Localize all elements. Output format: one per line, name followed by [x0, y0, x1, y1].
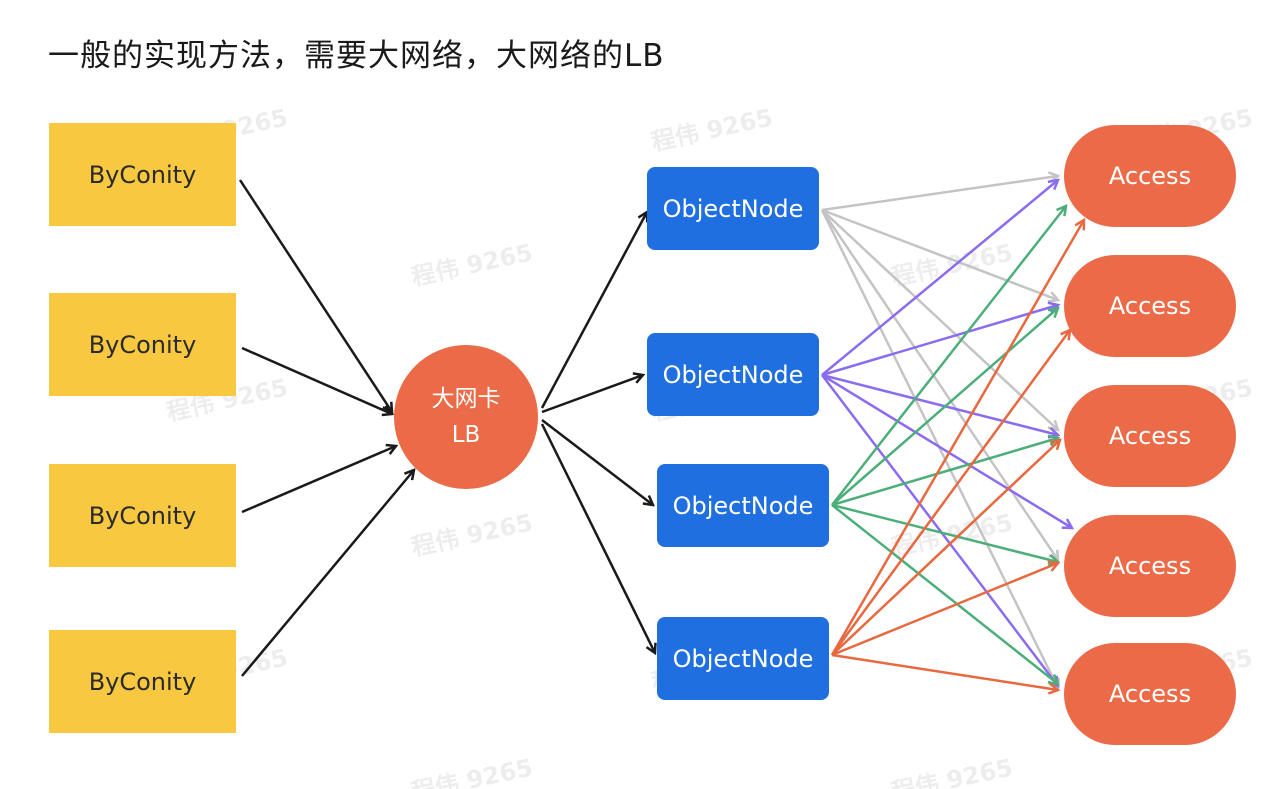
byconity-node-3: ByConity [49, 464, 236, 567]
edge-objectnode-1-to-access-1 [821, 176, 1058, 212]
edge-objectnode-4-to-access-2 [830, 330, 1070, 656]
edge-objectnode-3-to-access-1 [831, 206, 1066, 506]
edge-objectnode-1-to-access-5 [820, 209, 1058, 688]
objectnode-1: ObjectNode [647, 167, 819, 250]
edge-byconity-2-to-lb [241, 346, 392, 414]
access-node-1: Access [1064, 125, 1236, 227]
page-title: 一般的实现方法，需要大网络，大网络的LB [48, 38, 665, 74]
access-node-4: Access [1064, 515, 1236, 617]
edge-objectnode-2-to-access-2 [821, 305, 1058, 377]
lb-label-line1: 大网卡 [431, 386, 501, 412]
edge-objectnode-4-to-access-1 [830, 220, 1084, 656]
edge-objectnode-4-to-access-3 [831, 440, 1060, 656]
byconity-node-4: ByConity [49, 630, 236, 733]
edge-objectnode-1-to-access-3 [821, 209, 1058, 430]
edge-byconity-4-to-lb [241, 470, 414, 677]
byconity-node-1: ByConity [49, 123, 236, 226]
edge-lb-to-objectnode-1 [540, 212, 647, 409]
objectnode-4: ObjectNode [657, 617, 829, 700]
objectnode-3: ObjectNode [657, 464, 829, 547]
edge-objectnode-3-to-access-2 [831, 308, 1058, 506]
edge-byconity-3-to-lb [241, 446, 396, 514]
lb-node: 大网卡 LB [394, 345, 538, 489]
edge-objectnode-2-to-access-5 [821, 374, 1058, 686]
edge-objectnode-2-to-access-3 [821, 373, 1058, 435]
access-node-5: Access [1064, 643, 1236, 745]
edge-objectnode-1-to-access-4 [820, 209, 1058, 560]
edge-objectnode-2-to-access-1 [821, 180, 1058, 376]
edge-objectnode-3-to-access-5 [831, 504, 1058, 684]
access-node-2: Access [1064, 255, 1236, 357]
edge-lb-to-objectnode-4 [540, 423, 655, 653]
edge-objectnode-2-to-access-4 [821, 373, 1072, 528]
edge-objectnode-4-to-access-5 [831, 653, 1058, 690]
edge-byconity-1-to-lb [238, 179, 392, 412]
lb-label-line2: LB [451, 422, 481, 448]
objectnode-2: ObjectNode [647, 333, 819, 416]
edge-lb-to-objectnode-3 [541, 419, 653, 505]
edge-objectnode-4-to-access-4 [831, 563, 1058, 657]
edge-lb-to-objectnode-2 [541, 375, 643, 414]
byconity-node-2: ByConity [49, 293, 236, 396]
edge-objectnode-3-to-access-4 [831, 503, 1058, 562]
access-node-3: Access [1064, 385, 1236, 487]
edge-objectnode-1-to-access-2 [821, 208, 1058, 300]
edge-objectnode-3-to-access-3 [831, 438, 1058, 507]
